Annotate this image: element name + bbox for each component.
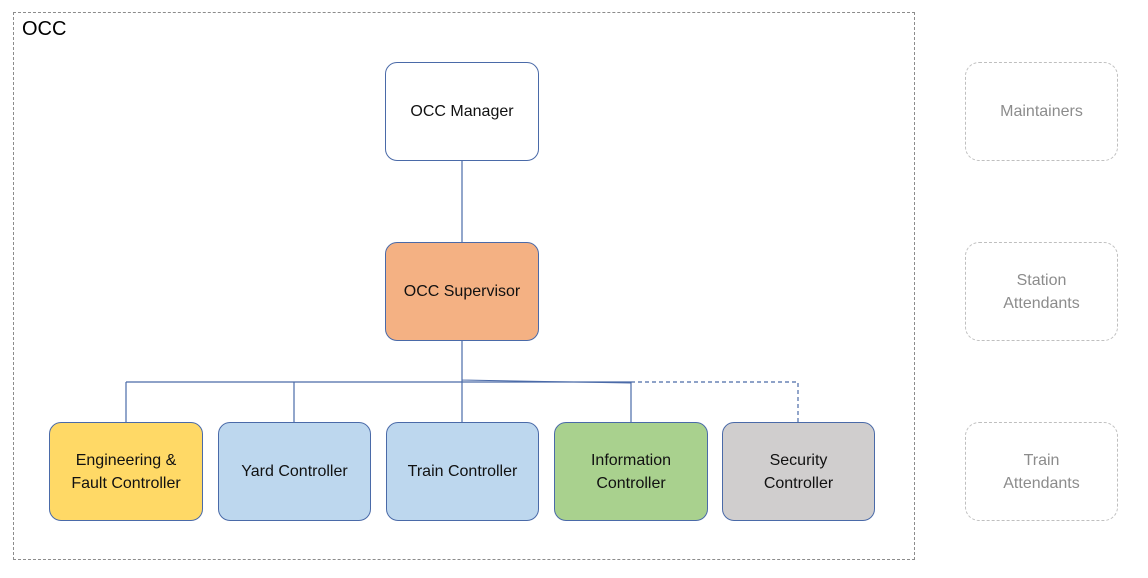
occ-manager-box: OCC Manager xyxy=(385,62,539,161)
train-controller-box: Train Controller xyxy=(386,422,539,521)
security-controller-box: Security Controller xyxy=(722,422,875,521)
occ-supervisor-label: OCC Supervisor xyxy=(403,283,521,300)
train-controller-label: Train Controller xyxy=(407,463,518,480)
security-controller-label: Security Controller xyxy=(763,451,834,492)
maintainers-box: Maintainers xyxy=(965,62,1118,161)
occ-group-title: OCC xyxy=(22,18,67,40)
station-attendants-box: Station Attendants xyxy=(965,242,1118,341)
occ-supervisor-box: OCC Supervisor xyxy=(385,242,539,341)
information-controller-box: Information Controller xyxy=(554,422,708,521)
occ-manager-label: OCC Manager xyxy=(410,103,514,120)
engineering-fault-controller-label: Engineering & Fault Controller xyxy=(71,451,181,492)
yard-controller-box: Yard Controller xyxy=(218,422,371,521)
occ-group-frame xyxy=(13,12,915,560)
station-attendants-label: Station Attendants xyxy=(1003,271,1080,312)
engineering-fault-controller-box: Engineering & Fault Controller xyxy=(49,422,203,521)
bus-to-security-dashed-connector xyxy=(631,381,799,423)
information-controller-label: Information Controller xyxy=(590,451,672,492)
train-attendants-label: Train Attendants xyxy=(1003,451,1080,492)
maintainers-label: Maintainers xyxy=(1000,103,1083,120)
yard-controller-label: Yard Controller xyxy=(241,463,348,480)
supervisor-to-information-connector xyxy=(461,341,632,384)
train-attendants-box: Train Attendants xyxy=(965,422,1118,521)
